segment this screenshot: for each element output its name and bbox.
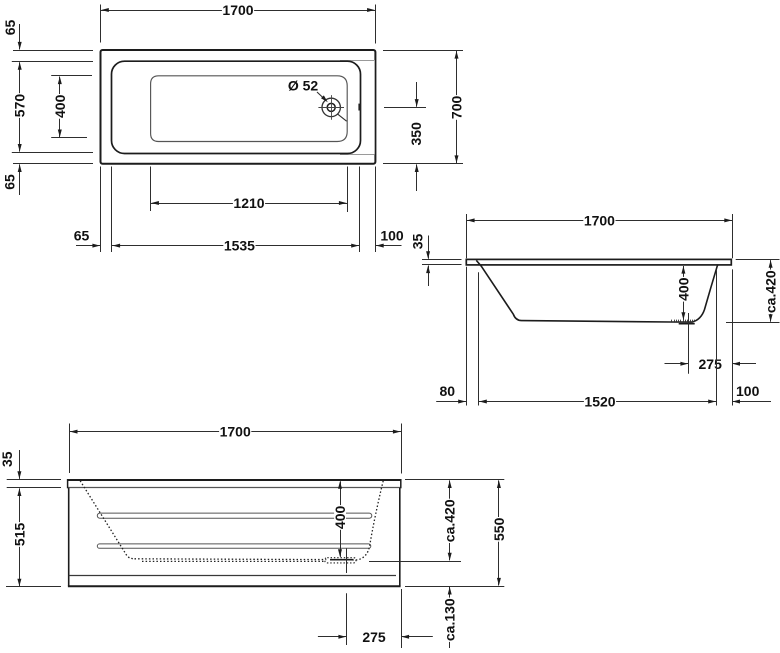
svg-text:400: 400 [52,94,68,118]
svg-text:515: 515 [11,523,27,547]
svg-text:570: 570 [11,94,27,118]
svg-text:350: 350 [408,122,424,146]
svg-text:ca.130: ca.130 [442,598,458,641]
svg-text:550: 550 [491,517,507,541]
svg-text:1700: 1700 [220,424,251,440]
svg-text:275: 275 [699,356,723,372]
svg-text:275: 275 [362,629,386,645]
svg-text:65: 65 [1,174,17,190]
svg-text:1535: 1535 [224,238,255,254]
svg-text:400: 400 [332,506,348,530]
svg-text:1210: 1210 [233,195,264,211]
svg-text:100: 100 [380,227,404,243]
svg-text:1700: 1700 [222,2,253,18]
svg-text:35: 35 [409,234,425,250]
svg-text:80: 80 [440,383,456,399]
svg-text:65: 65 [74,227,90,243]
svg-text:1700: 1700 [584,212,615,228]
svg-text:700: 700 [449,96,465,120]
svg-text:65: 65 [2,20,18,36]
svg-text:100: 100 [736,383,760,399]
svg-text:35: 35 [0,451,15,467]
svg-text:Ø 52: Ø 52 [288,78,319,94]
svg-text:ca.420: ca.420 [763,270,779,313]
svg-text:ca.420: ca.420 [442,499,458,542]
svg-text:400: 400 [675,277,691,301]
svg-text:1520: 1520 [584,394,615,410]
